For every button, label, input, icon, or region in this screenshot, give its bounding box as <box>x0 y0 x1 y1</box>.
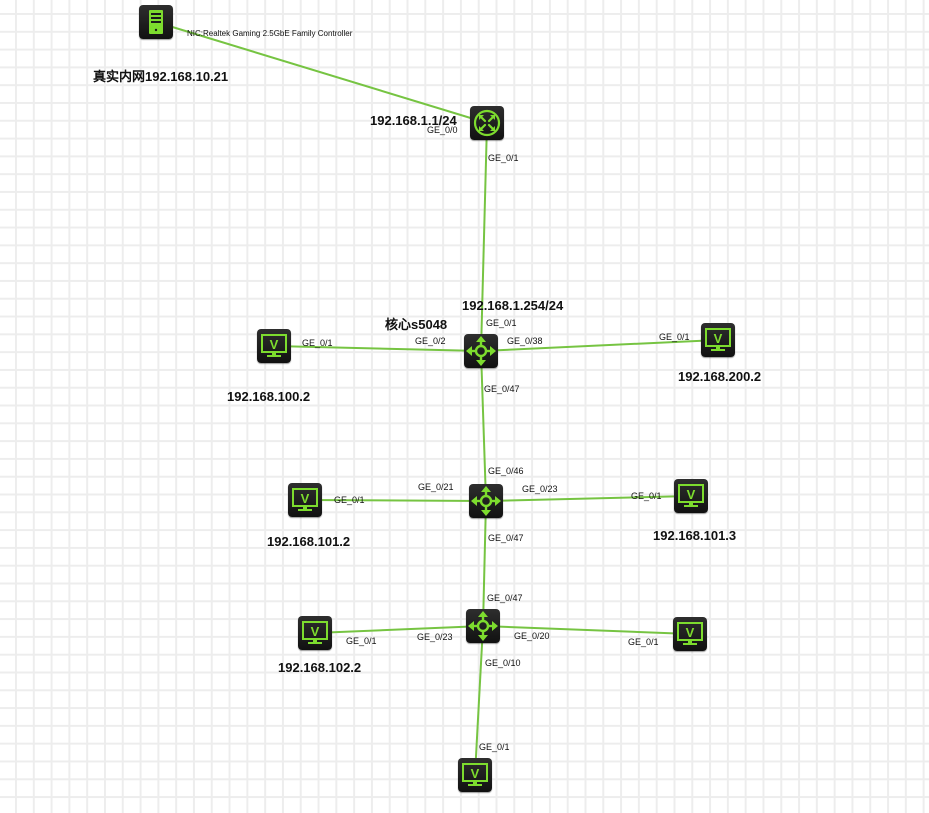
vpc-monitor-icon: V <box>705 328 731 351</box>
port-label: GE_0/1 <box>334 495 365 505</box>
switch-3-node[interactable] <box>466 609 500 643</box>
link-core-vpc200[interactable] <box>480 339 719 352</box>
link-switch3-vpc-bottom[interactable] <box>474 625 484 776</box>
switch-icon <box>466 336 496 366</box>
svg-text:V: V <box>311 624 320 639</box>
svg-text:V: V <box>714 331 723 346</box>
link-core-switch2[interactable] <box>480 350 487 502</box>
switch-icon <box>468 611 498 641</box>
router-ip-label: 192.168.1.1/24 <box>370 113 457 128</box>
port-label: GE_0/47 <box>488 533 524 543</box>
port-label: GE_0/0 <box>427 125 458 135</box>
svg-text:V: V <box>270 337 279 352</box>
vpc-monitor-icon: V <box>677 622 703 645</box>
port-label: GE_0/21 <box>418 482 454 492</box>
port-label: GE_0/23 <box>522 484 558 494</box>
server-tower-icon <box>149 10 163 34</box>
vpc-monitor-icon: V <box>302 621 328 644</box>
host-nic-label: NIC:Realtek Gaming 2.5GbE Family Control… <box>187 29 353 38</box>
vpc-102-2-label: 192.168.102.2 <box>278 660 362 675</box>
vpc-101-2-label: 192.168.101.2 <box>267 534 351 549</box>
vpc-101-3-node[interactable]: V <box>674 479 708 513</box>
vpc-monitor-icon: V <box>261 334 287 357</box>
link-switch3-vpc-right[interactable] <box>482 625 691 635</box>
port-label: GE_0/10 <box>485 658 521 668</box>
vpc-monitor-icon: V <box>292 488 318 511</box>
vpc-monitor-icon: V <box>678 484 704 507</box>
vpc-102-2-node[interactable]: V <box>298 616 332 650</box>
link-switch2-vpc101-2[interactable] <box>304 499 487 502</box>
core-switch-ip-label: 192.168.1.254/24 <box>462 298 564 313</box>
port-label: GE_0/46 <box>488 466 524 476</box>
vpc-monitor-icon: V <box>462 763 488 786</box>
vpc-200-2-node[interactable]: V <box>701 323 735 357</box>
host-pc-node[interactable] <box>139 5 173 39</box>
port-label: GE_0/47 <box>484 384 520 394</box>
switch-icon <box>471 486 501 516</box>
vpc-right-bottom-node[interactable]: V <box>673 617 707 651</box>
port-label: GE_0/1 <box>486 318 517 328</box>
vpc-200-2-label: 192.168.200.2 <box>678 369 762 384</box>
port-label: GE_0/1 <box>479 742 510 752</box>
host-ip-label: 真实内网192.168.10.21 <box>93 69 229 84</box>
router-node[interactable] <box>470 106 504 140</box>
core-switch-node[interactable] <box>464 334 498 368</box>
link-switch2-switch3[interactable] <box>482 500 487 627</box>
port-label: GE_0/38 <box>507 336 543 346</box>
port-label: GE_0/1 <box>488 153 519 163</box>
port-label: GE_0/2 <box>415 336 446 346</box>
vpc-100-2-node[interactable]: V <box>257 329 291 363</box>
link-core-vpc100[interactable] <box>273 345 482 352</box>
port-label: GE_0/1 <box>346 636 377 646</box>
port-label: GE_0/1 <box>302 338 333 348</box>
svg-text:V: V <box>687 487 696 502</box>
core-switch-name-label: 核心s5048 <box>385 317 448 332</box>
port-label: GE_0/23 <box>417 632 453 642</box>
vpc-bottom-node[interactable]: V <box>458 758 492 792</box>
link-router-core[interactable] <box>480 122 488 352</box>
vpc-101-3-label: 192.168.101.3 <box>653 528 737 543</box>
link-switch2-vpc101-3[interactable] <box>485 495 692 502</box>
port-label: GE_0/1 <box>659 332 690 342</box>
switch-2-node[interactable] <box>469 484 503 518</box>
vpc-100-2-label: 192.168.100.2 <box>227 389 311 404</box>
link-switch3-vpc102[interactable] <box>314 625 484 634</box>
svg-text:V: V <box>686 625 695 640</box>
port-label: GE_0/1 <box>631 491 662 501</box>
port-label: GE_0/1 <box>628 637 659 647</box>
port-label: GE_0/47 <box>487 593 523 603</box>
port-label: GE_0/20 <box>514 631 550 641</box>
router-icon <box>473 109 501 137</box>
vpc-101-2-node[interactable]: V <box>288 483 322 517</box>
svg-text:V: V <box>471 766 480 781</box>
link-host-router[interactable] <box>155 21 488 124</box>
svg-text:V: V <box>301 491 310 506</box>
